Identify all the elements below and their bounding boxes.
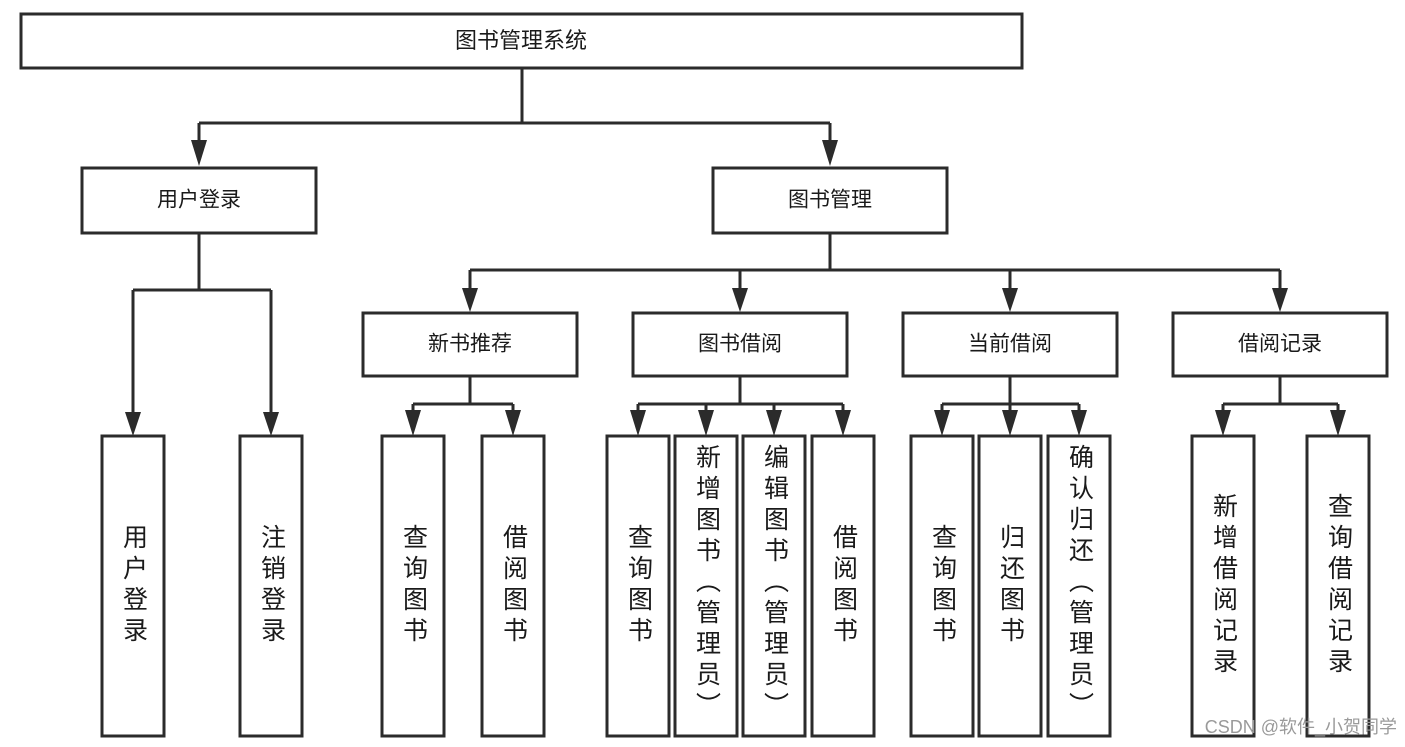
node-borrow-record-box[interactable] <box>1171 311 1389 378</box>
arrowhead-borrow <box>732 288 748 312</box>
leaf-box-current-query[interactable] <box>909 434 975 738</box>
node-root-box[interactable] <box>19 12 1024 70</box>
node-book-manage[interactable]: 图书管理 <box>711 166 949 235</box>
arrowhead-record <box>1272 288 1288 312</box>
node-current-borrow-label: 当前借阅 <box>968 333 1052 356</box>
node-user-login-label: 用户登录 <box>157 189 241 212</box>
arrowhead-to-book-manage <box>822 140 838 166</box>
leaf-box-newbook-query[interactable] <box>380 434 446 738</box>
node-new-book-recommend[interactable]: 新书推荐 <box>361 311 579 378</box>
connector-group-borrow <box>630 376 851 436</box>
arrowhead-record-add <box>1215 410 1231 436</box>
leaf-box-borrow-edit[interactable] <box>741 434 807 738</box>
arrowhead-newbook-borrow <box>505 410 521 436</box>
node-root-label: 图书管理系统 <box>455 28 587 53</box>
connector-group-user-login <box>125 233 279 436</box>
arrowhead-leaf-logout <box>263 412 279 436</box>
arrowhead-borrow-edit <box>766 410 782 436</box>
arrowhead-current <box>1002 288 1018 312</box>
leaf-box-borrow-add[interactable] <box>673 434 739 738</box>
connector-group-record <box>1215 376 1346 436</box>
node-borrow-record[interactable]: 借阅记录 <box>1171 311 1389 378</box>
leaf-box-borrow-query[interactable] <box>605 434 671 738</box>
arrowhead-current-query <box>934 410 950 436</box>
leaf-box-newbook-borrow[interactable] <box>480 434 546 738</box>
node-borrow-record-label: 借阅记录 <box>1238 333 1322 356</box>
arrowhead-borrow-lend <box>835 410 851 436</box>
arrowhead-newbook-query <box>405 410 421 436</box>
node-book-manage-label: 图书管理 <box>788 189 872 212</box>
leaf-box-current-confirm[interactable] <box>1046 434 1112 738</box>
leaf-box-user-login[interactable] <box>100 434 166 738</box>
node-book-manage-box[interactable] <box>711 166 949 235</box>
node-current-borrow[interactable]: 当前借阅 <box>901 311 1119 378</box>
leaf-box-logout[interactable] <box>238 434 304 738</box>
node-new-book-recommend-box[interactable] <box>361 311 579 378</box>
arrowhead-current-confirm <box>1071 410 1087 436</box>
csdn-watermark: CSDN @软件_小贺同学 <box>1204 717 1397 737</box>
leaf-box-current-return[interactable] <box>977 434 1043 738</box>
connector-group-root <box>191 68 838 166</box>
leaf-boxes-group <box>100 434 1371 738</box>
connector-group-book-manage <box>462 233 1288 312</box>
leaf-box-record-query[interactable] <box>1305 434 1371 738</box>
node-root[interactable]: 图书管理系统 <box>19 12 1024 70</box>
node-new-book-recommend-label: 新书推荐 <box>428 333 512 356</box>
node-book-borrow[interactable]: 图书借阅 <box>631 311 849 378</box>
node-book-borrow-box[interactable] <box>631 311 849 378</box>
arrowhead-newbook <box>462 288 478 312</box>
arrowhead-borrow-query <box>630 410 646 436</box>
arrowhead-borrow-add <box>698 410 714 436</box>
node-book-borrow-label: 图书借阅 <box>698 333 782 356</box>
node-user-login[interactable]: 用户登录 <box>80 166 318 235</box>
arrowhead-record-query <box>1330 410 1346 436</box>
arrowhead-current-return <box>1002 410 1018 436</box>
node-user-login-box[interactable] <box>80 166 318 235</box>
arrowhead-to-user-login <box>191 140 207 166</box>
connector-group-newbook <box>405 376 521 436</box>
connector-group-current <box>934 376 1087 436</box>
leaf-box-borrow-lend[interactable] <box>810 434 876 738</box>
arrowhead-leaf-user-login <box>125 412 141 436</box>
leaf-box-record-add[interactable] <box>1190 434 1256 738</box>
node-current-borrow-box[interactable] <box>901 311 1119 378</box>
